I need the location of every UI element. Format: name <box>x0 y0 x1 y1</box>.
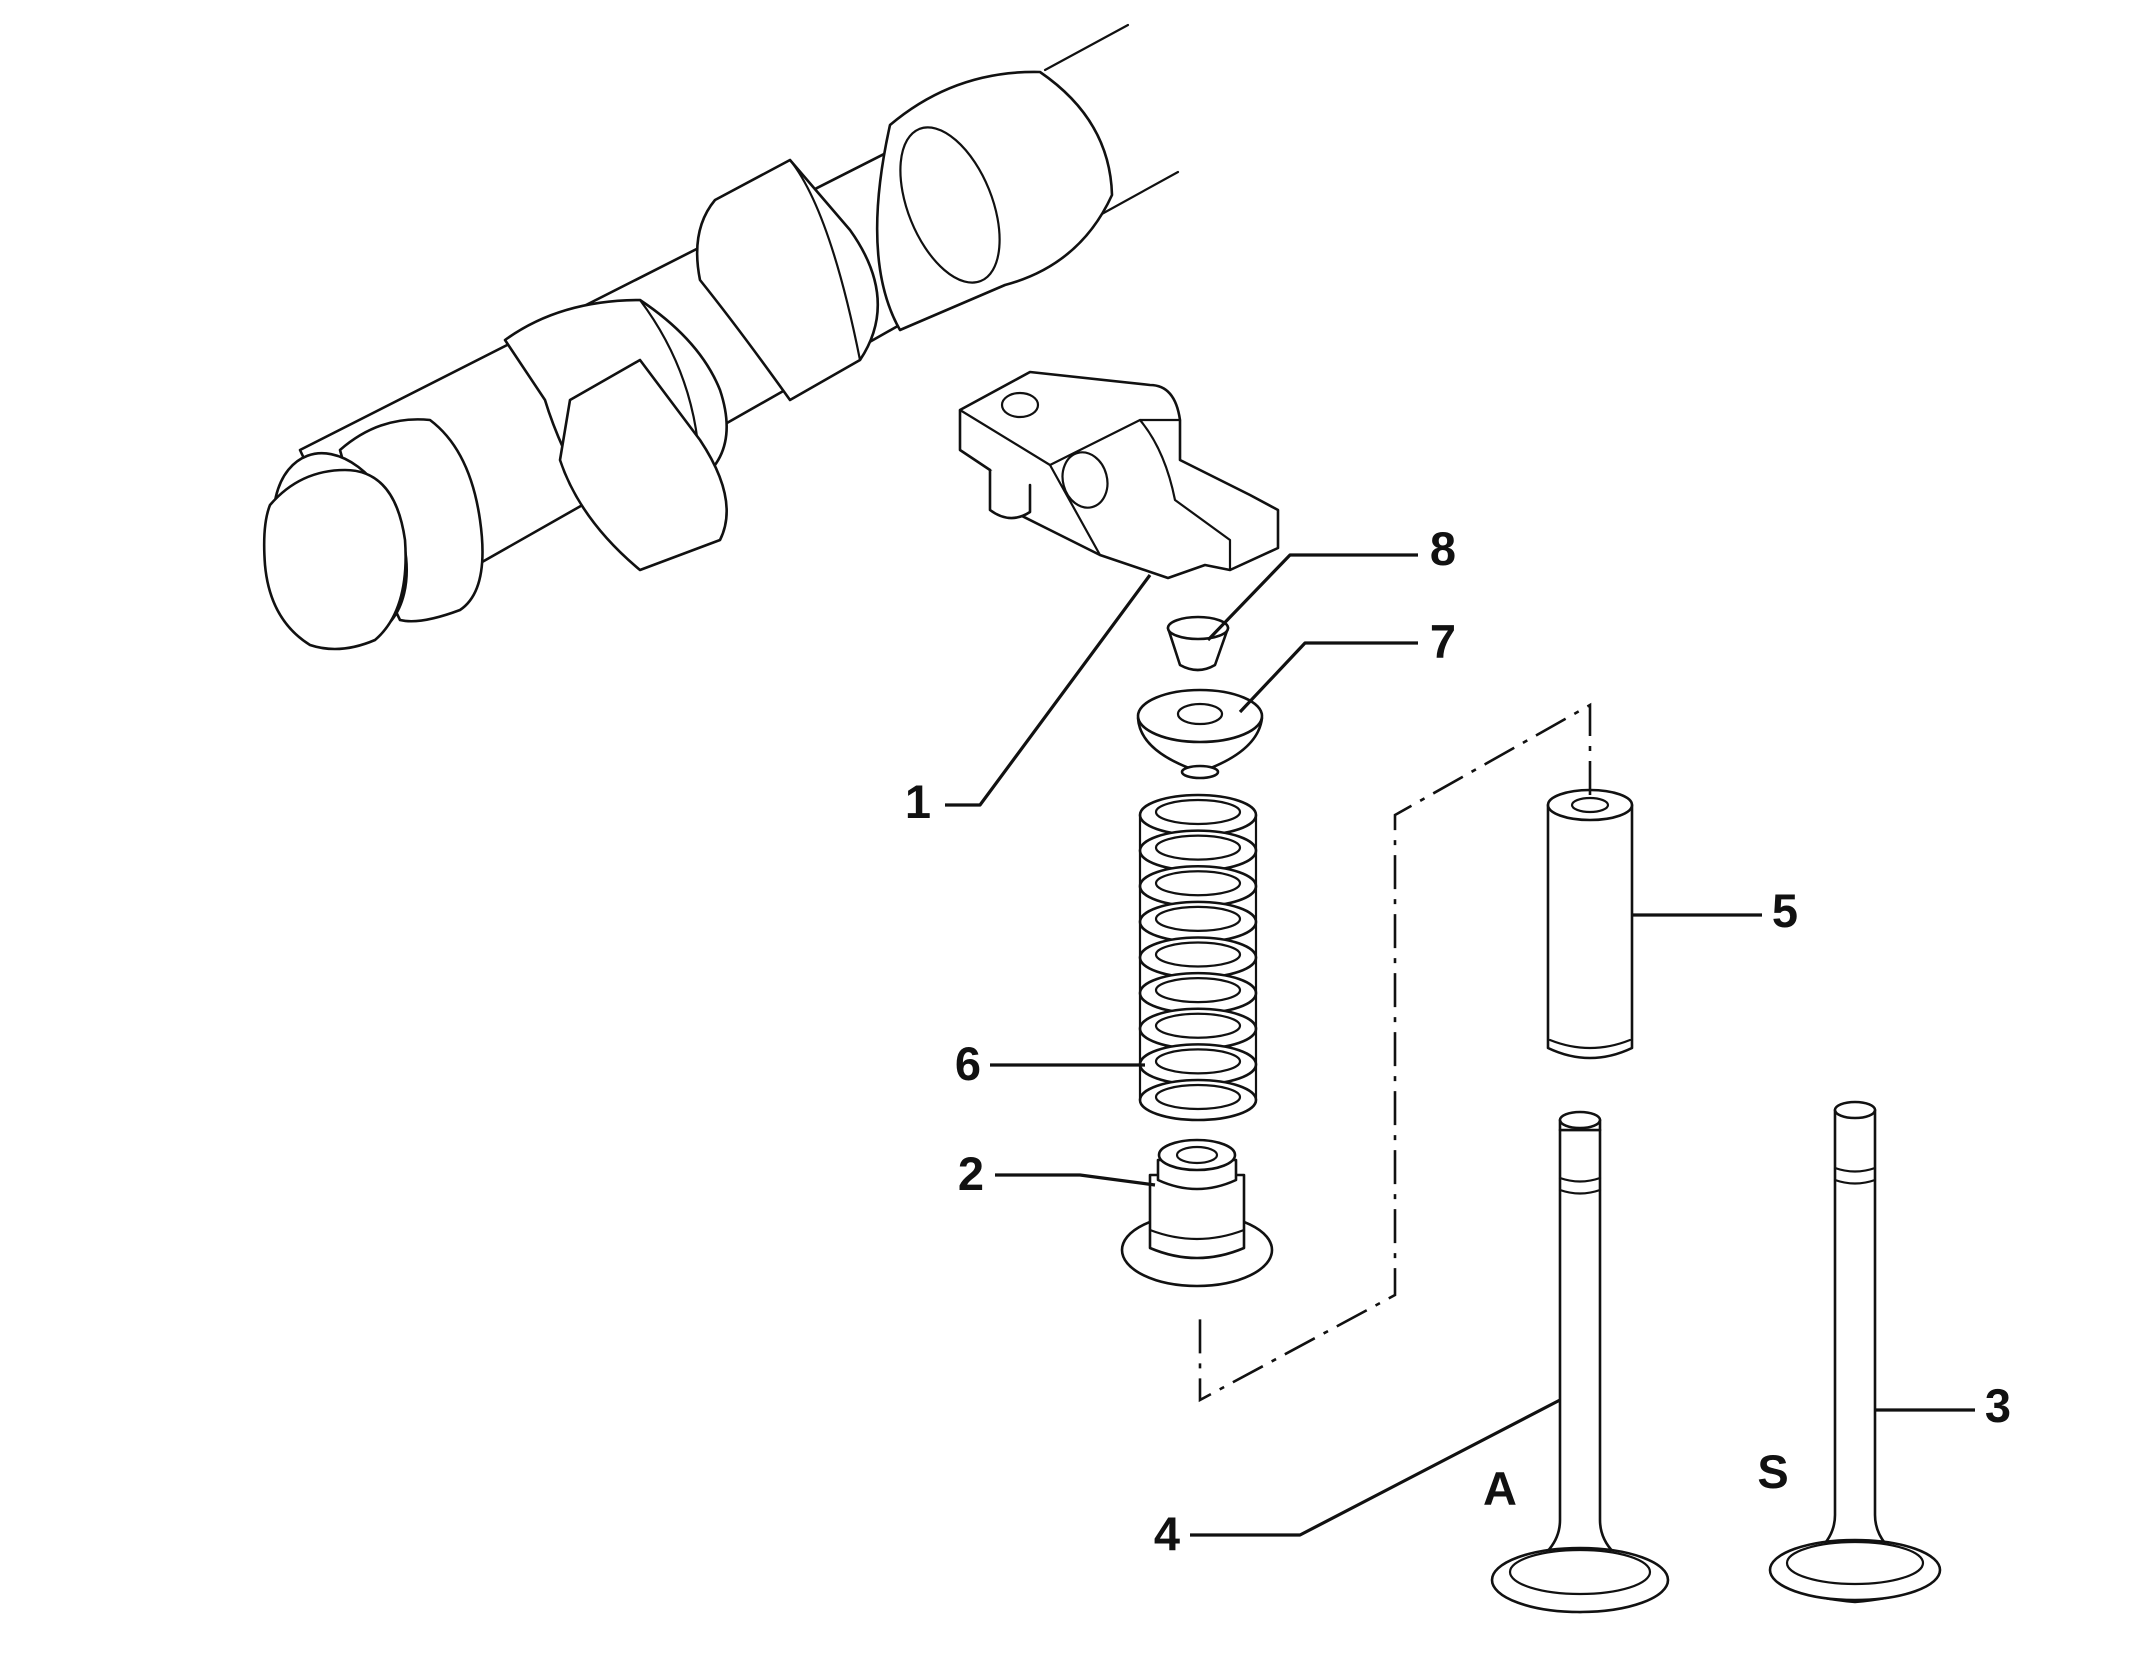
spring-coil-inner <box>1154 941 1242 968</box>
callout-1: 1 <box>905 775 931 828</box>
callout-5: 5 <box>1772 884 1798 937</box>
valve-keeper <box>1166 615 1230 672</box>
spring-retainer <box>1136 688 1264 780</box>
label-intake-a: A <box>1483 1462 1517 1515</box>
rocker-arm <box>958 370 1280 580</box>
assembly-axis-line <box>1198 702 1592 1403</box>
callout-4: 4 <box>1154 1507 1180 1560</box>
leader-lines <box>945 553 1975 1537</box>
spring-coil-inner <box>1154 1083 1242 1111</box>
valve-stem-seal <box>1120 1138 1274 1288</box>
spring-coil-inner <box>1154 1048 1242 1075</box>
exhaust-valve <box>1768 1100 1942 1604</box>
intake-valve <box>1490 1110 1670 1614</box>
callout-8: 8 <box>1430 522 1456 575</box>
spring-coil-inner <box>1154 905 1242 932</box>
spring-coil-inner <box>1154 798 1242 826</box>
callout-2: 2 <box>958 1147 984 1200</box>
label-exhaust-s: S <box>1757 1445 1788 1498</box>
valve-guide <box>1546 788 1634 1060</box>
callout-6: 6 <box>955 1037 981 1090</box>
camshaft <box>262 23 1180 651</box>
valve-spring <box>1138 793 1258 1122</box>
callout-3: 3 <box>1985 1379 2011 1432</box>
spring-coil-inner <box>1154 1012 1242 1039</box>
spring-coil-inner <box>1154 834 1242 861</box>
spring-coil-inner <box>1154 870 1242 897</box>
spring-coil-inner <box>1154 977 1242 1004</box>
callout-7: 7 <box>1430 615 1456 668</box>
